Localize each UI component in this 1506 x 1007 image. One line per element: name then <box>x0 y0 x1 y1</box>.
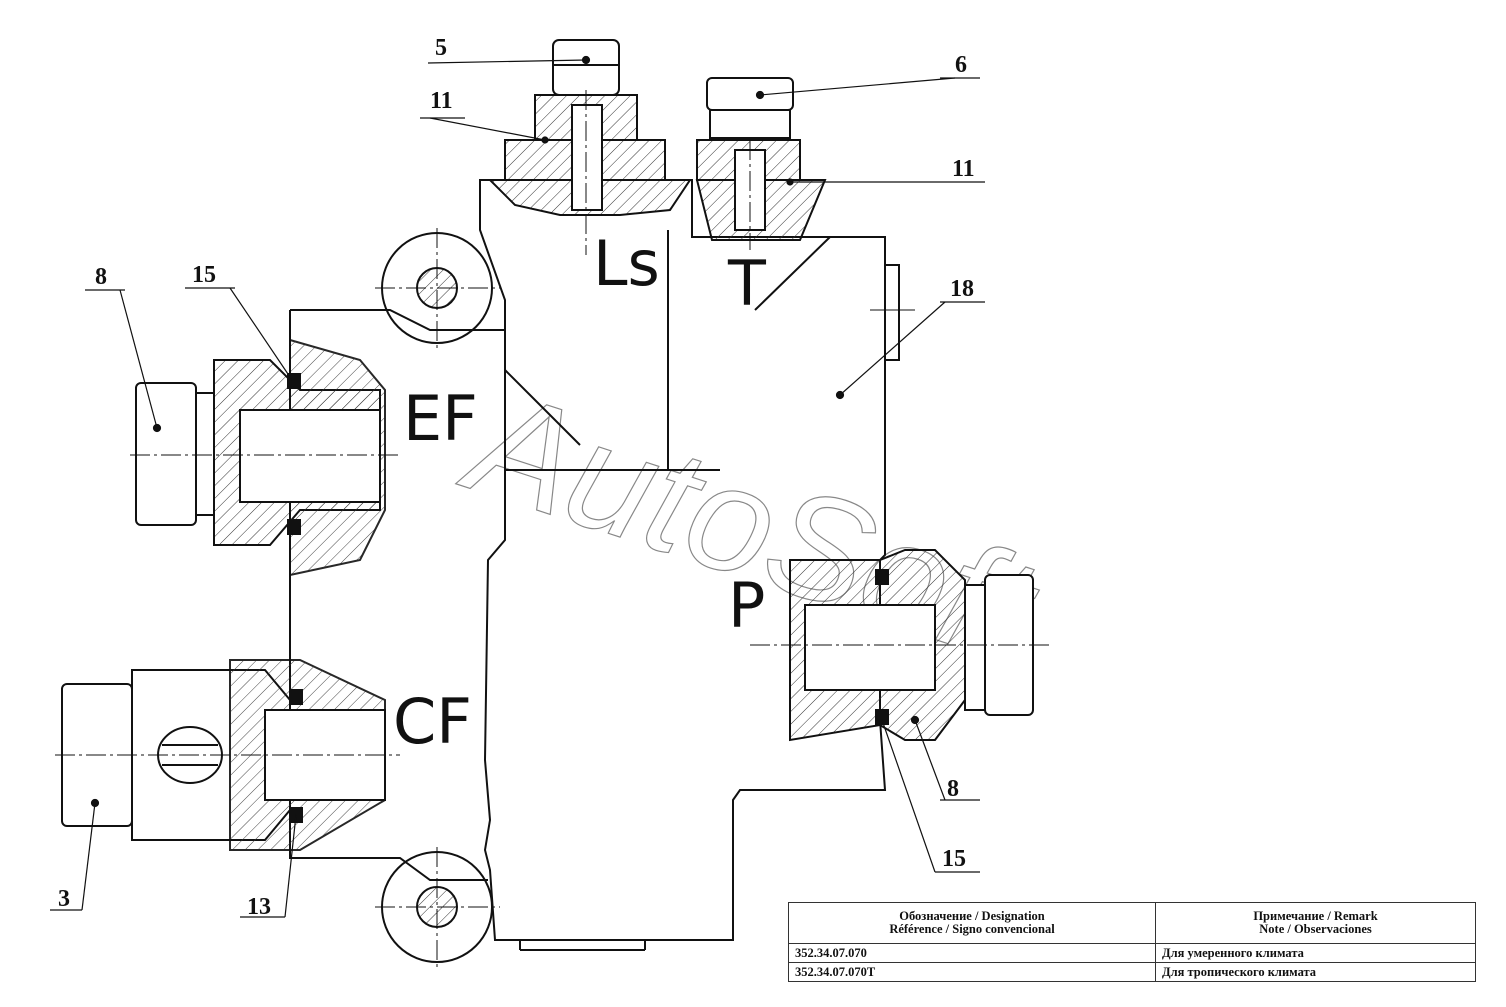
leader-lines <box>50 55 985 918</box>
port-label-p: P <box>728 569 765 642</box>
remark-header: Примечание / Remark Note / Observaciones <box>1155 902 1476 944</box>
housing-body <box>289 179 915 951</box>
fitting-8-ef <box>130 338 400 577</box>
fitting-8-p <box>750 549 1050 742</box>
specification-table: Обозначение / Designation Référence / Si… <box>788 902 1476 982</box>
fitting-5 <box>487 39 692 255</box>
port-label-t: T <box>727 247 767 320</box>
callout-8-left: 8 <box>95 264 107 290</box>
port-label-ls: Ls <box>593 227 660 300</box>
designation-cell: 352.34.07.070 <box>788 943 1156 963</box>
designation-cell: 352.34.07.070T <box>788 962 1156 982</box>
remark-cell: Для умеренного климата <box>1155 943 1476 963</box>
fitting-6 <box>695 77 827 250</box>
designation-header: Обозначение / Designation Référence / Si… <box>788 902 1156 944</box>
port-label-cf: CF <box>393 685 472 758</box>
table-header-row: Обозначение / Designation Référence / Si… <box>788 902 1476 944</box>
callout-5: 5 <box>435 35 447 61</box>
callout-15-left: 15 <box>192 262 216 288</box>
remark-cell: Для тропического климата <box>1155 962 1476 982</box>
remark-header-line1: Примечание / Remark <box>1253 909 1378 923</box>
remark-header-line2: Note / Observaciones <box>1259 922 1372 936</box>
callout-18: 18 <box>950 276 974 302</box>
callout-8-right: 8 <box>947 776 959 802</box>
mounting-lug-top <box>375 228 500 350</box>
fitting-3-cf <box>55 659 400 851</box>
port-label-ef: EF <box>403 382 478 455</box>
callout-11-left: 11 <box>430 88 453 114</box>
designation-header-line2: Référence / Signo convencional <box>889 922 1055 936</box>
callout-13: 13 <box>247 894 271 920</box>
callout-labels: 5 11 6 11 8 15 18 8 15 3 13 <box>58 35 975 920</box>
mounting-lug-bottom <box>375 847 500 970</box>
callout-3: 3 <box>58 886 70 912</box>
callout-11-right: 11 <box>952 156 975 182</box>
callout-15-right: 15 <box>942 846 966 872</box>
designation-header-line1: Обозначение / Designation <box>899 909 1045 923</box>
callout-6: 6 <box>955 52 967 78</box>
table-row: 352.34.07.070T Для тропического климата <box>788 962 1476 982</box>
port-labels: Ls T EF P CF <box>393 227 767 758</box>
table-row: 352.34.07.070 Для умеренного климата <box>788 943 1476 963</box>
